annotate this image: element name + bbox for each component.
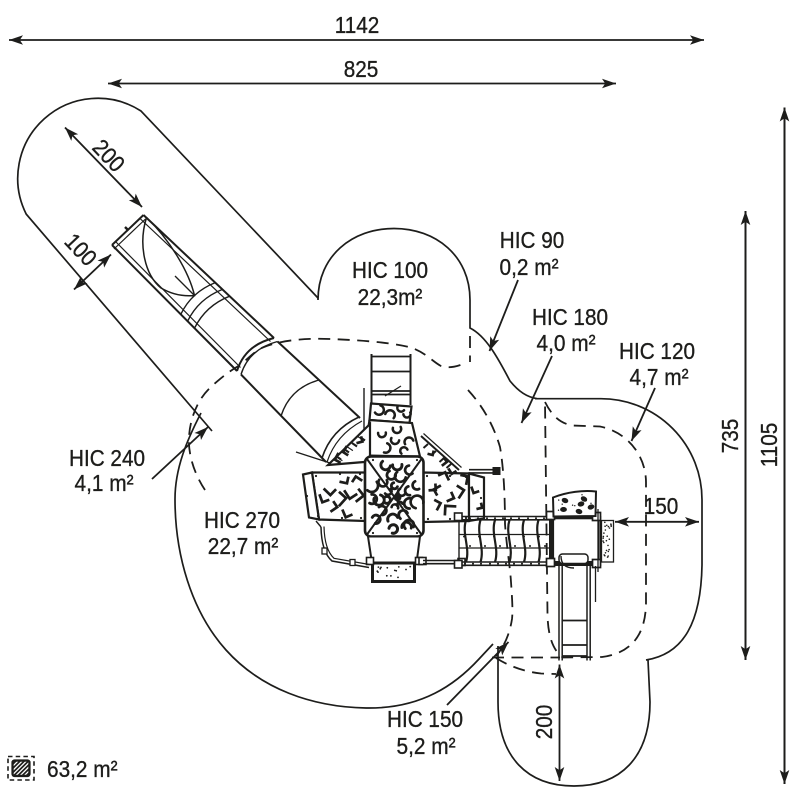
svg-text:1142: 1142	[335, 12, 380, 38]
svg-text:4,0 m²: 4,0 m²	[537, 330, 596, 356]
svg-text:825: 825	[344, 56, 379, 82]
svg-text:HIC 90: HIC 90	[500, 227, 564, 253]
svg-text:150: 150	[644, 493, 679, 519]
svg-text:22,3m²: 22,3m²	[358, 284, 423, 310]
svg-text:0,2 m²: 0,2 m²	[500, 254, 559, 280]
svg-text:4,1 m²: 4,1 m²	[75, 470, 134, 496]
svg-text:HIC 180: HIC 180	[532, 304, 608, 330]
svg-text:HIC 100: HIC 100	[352, 257, 428, 283]
svg-text:1105: 1105	[756, 423, 782, 468]
svg-text:HIC 120: HIC 120	[619, 338, 695, 364]
svg-text:HIC 150: HIC 150	[387, 706, 463, 732]
svg-text:63,2 m²: 63,2 m²	[47, 756, 118, 782]
svg-text:200: 200	[531, 705, 557, 740]
svg-text:735: 735	[717, 419, 743, 454]
svg-text:22,7 m²: 22,7 m²	[208, 533, 279, 559]
svg-text:HIC 270: HIC 270	[204, 507, 280, 533]
svg-text:HIC 240: HIC 240	[69, 445, 145, 471]
svg-text:5,2 m²: 5,2 m²	[397, 733, 456, 759]
svg-text:4,7 m²: 4,7 m²	[630, 364, 689, 390]
